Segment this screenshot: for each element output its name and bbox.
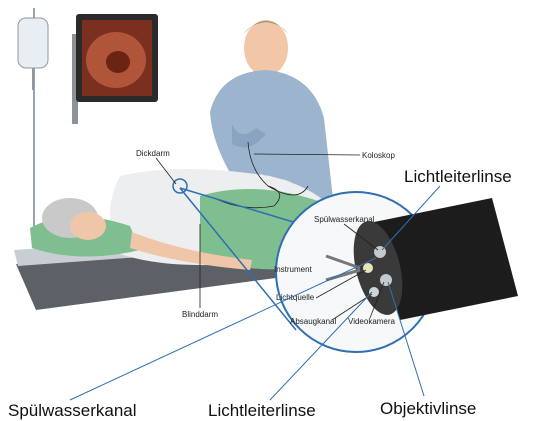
iv-bag xyxy=(18,8,48,240)
label-dickdarm: Dickdarm xyxy=(136,149,170,158)
callout-spuelwasserkanal: Spülwasserkanal xyxy=(8,401,137,420)
callout-lichtleiterlinse-bottom: Lichtleiterlinse xyxy=(208,401,316,420)
label-instrument: Instrument xyxy=(274,265,313,274)
label-blinddarm: Blinddarm xyxy=(182,310,218,319)
callout-lichtleiterlinse-top: Lichtleiterlinse xyxy=(404,167,512,186)
label-lichtquelle: Lichtquelle xyxy=(276,293,315,302)
label-spuelwasserkanal-small: Spülwasserkanal xyxy=(314,215,375,224)
monitor xyxy=(72,14,158,124)
label-absaugkanal: Absaugkanal xyxy=(290,317,336,326)
label-koloskop: Koloskop xyxy=(362,151,395,160)
callout-objektivlinse: Objektivlinse xyxy=(380,399,476,418)
label-videokamera: Videokamera xyxy=(348,317,396,326)
